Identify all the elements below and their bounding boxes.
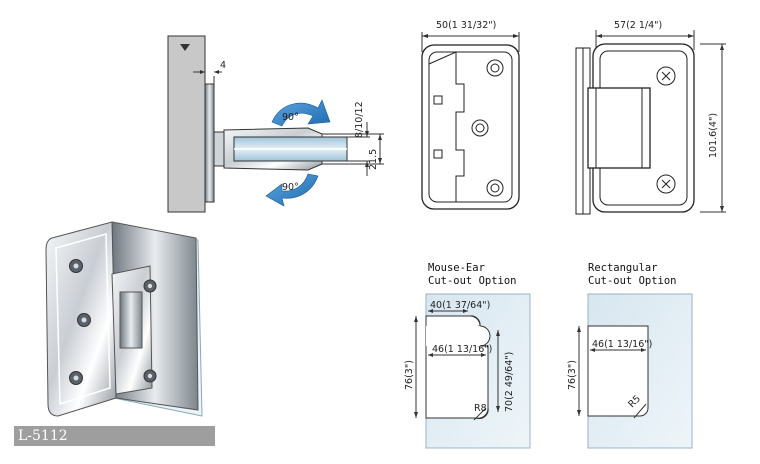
rectangular-cutout-profile [587,325,649,417]
back-height-label: 101.6(4") [708,113,719,158]
mouse-ear-radius-label: R8 [474,403,487,414]
mouse-ear-cutout-drawing: Mouse-Ear Cut-out Option 40(1 37/64") 46… [404,262,531,449]
mouse-ear-cutout-height-label: 70(2 49/64") [504,352,515,412]
rotate-up-arrow-icon [271,99,331,127]
mouse-ear-title-line2: Cut-out Option [428,275,517,287]
wall-section [167,35,206,213]
side-view-drawing: 4 8/10/12 21.5 90° 90° [167,35,384,213]
gap-dim-label: 4 [220,60,226,71]
rotate-up-label: 90° [282,112,299,123]
hinge-height-label: 21.5 [368,149,379,170]
rotate-down-arrow-icon [265,173,319,207]
mouse-ear-title-line1: Mouse-Ear [428,262,485,274]
glass-thickness-label: 8/10/12 [354,101,365,138]
hinge-product-photo [45,221,203,417]
back-width-label: 57(2 1/4") [614,20,662,31]
photo-screw-leaf-top [143,279,157,293]
back-screw-top [656,66,676,86]
rotate-down-label: 90° [282,182,299,193]
front-view-drawing: 50(1 31/32") [421,20,520,210]
rectangular-total-height-label: 76(3") [567,360,578,390]
front-screw-top [486,59,504,77]
rectangular-depth-label: 46(1 13/16") [592,339,652,350]
front-screw-bottom [486,179,504,197]
photo-screw-leaf-bottom [143,369,157,383]
front-plate-outline [421,44,520,210]
hinge-mount-plate [204,83,215,203]
back-hinge-leaf [587,87,651,169]
photo-screw-middle [77,313,91,327]
model-number-label: L-5112 [14,426,215,446]
wall-marker-icon [180,44,190,51]
rectangular-title-line2: Cut-out Option [588,275,677,287]
mouse-ear-depth-top-label: 40(1 37/64") [430,300,490,311]
mouse-ear-total-height-label: 76(3") [404,360,415,390]
photo-screw-bottom [69,371,83,385]
back-view-drawing: 57(2 1/4") 101.6(4") [575,20,726,215]
front-screw-middle [471,119,489,137]
rectangular-cutout-drawing: Rectangular Cut-out Option 46(1 13/16") … [567,262,693,449]
mouse-ear-depth-mid-label: 46(1 13/16") [432,344,492,355]
rectangular-title-line1: Rectangular [588,262,658,274]
back-screw-bottom [656,174,676,194]
front-width-label: 50(1 31/32") [436,20,496,31]
photo-screw-top [69,259,83,273]
